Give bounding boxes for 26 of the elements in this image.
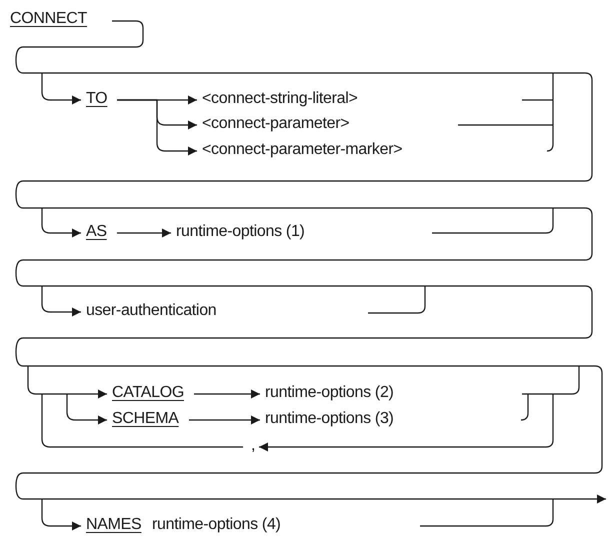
- syntax-element: user-authentication: [86, 302, 216, 320]
- arrow: [27, 365, 107, 398]
- syntax-element: runtime-options (3): [265, 410, 394, 428]
- arrow: [41, 207, 81, 238]
- separator-comma: ,: [251, 437, 256, 455]
- keyword: CATALOG: [112, 384, 184, 402]
- arrow: [259, 442, 546, 452]
- arrow: [189, 416, 260, 424]
- syntax-element: runtime-options (1): [176, 223, 305, 241]
- arrow: [41, 498, 81, 530]
- syntax-element: <connect-string-literal>: [202, 90, 358, 108]
- arrow: [41, 285, 81, 316]
- syntax-element: runtime-options (4): [152, 516, 281, 534]
- keyword: CONNECT: [10, 10, 88, 28]
- keyword: AS: [86, 223, 107, 241]
- keyword: TO: [86, 90, 108, 108]
- arrow: [117, 228, 171, 238]
- syntax-element: <connect-parameter>: [202, 115, 350, 133]
- keyword: NAMES: [86, 516, 142, 534]
- syntax-element: <connect-parameter-marker>: [202, 141, 402, 159]
- arrow: [66, 393, 107, 424]
- keyword: SCHEMA: [112, 410, 179, 428]
- arrow: [117, 99, 197, 156]
- syntax-element: runtime-options (2): [265, 384, 394, 402]
- arrow: [194, 390, 260, 398]
- arrow: [41, 72, 81, 104]
